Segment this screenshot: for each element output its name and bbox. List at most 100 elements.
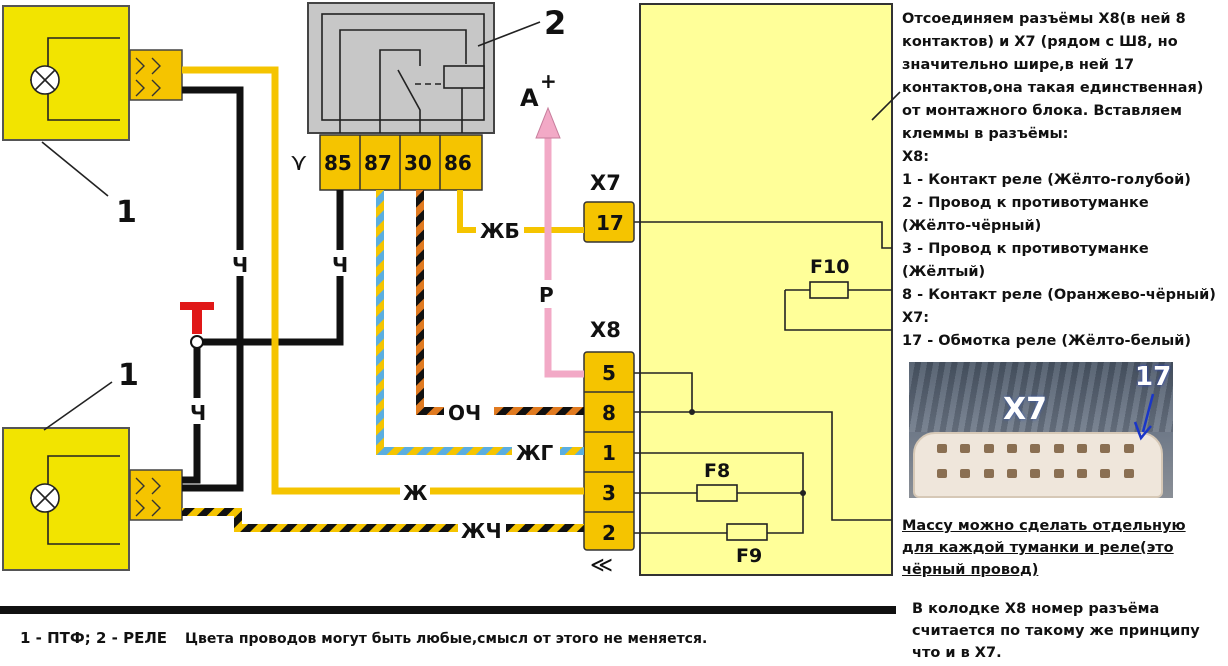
wire-orange-black-och bbox=[416, 190, 584, 415]
instructions-intro: Отсоединяем разъёмы Х8(в ней 8 контактов… bbox=[902, 11, 1204, 142]
x7-header: Х7: bbox=[902, 310, 930, 326]
x8-header: Х8: bbox=[902, 149, 930, 165]
lamp-bottom-callout-line bbox=[43, 381, 113, 431]
x8-item: 1 - Контакт реле (Жёлто-голубой) bbox=[902, 172, 1191, 188]
photo-pin bbox=[1123, 469, 1134, 478]
junction-dot bbox=[800, 490, 806, 496]
wire-label-zhb: ЖБ bbox=[480, 219, 520, 243]
relay bbox=[307, 2, 495, 191]
relay-pin-30: 30 bbox=[404, 151, 432, 175]
photo-pin bbox=[1100, 444, 1111, 453]
x8-item: 8 - Контакт реле (Оранжево-чёрный) bbox=[902, 287, 1216, 303]
label-bg bbox=[536, 280, 560, 308]
label-bg bbox=[512, 438, 560, 466]
x8-pin-5: 5 bbox=[602, 361, 616, 385]
fog-lamp-top bbox=[2, 5, 183, 141]
wire-black-ground bbox=[182, 86, 344, 492]
photo-pin bbox=[1053, 444, 1064, 453]
lamp-top-callout-line bbox=[41, 141, 109, 197]
photo-pin bbox=[1007, 469, 1017, 478]
photo-pin bbox=[1030, 469, 1041, 478]
label-bg bbox=[476, 216, 524, 244]
label-bg bbox=[444, 398, 494, 426]
legend-key: 1 - ПТФ; 2 - РЕЛЕ bbox=[20, 629, 168, 647]
ground-junction bbox=[190, 335, 204, 349]
x8-connector bbox=[583, 351, 635, 551]
x8-item: 2 - Провод к противотуманке (Жёлто-чёрны… bbox=[902, 195, 1149, 234]
photo-pin-number: 17 bbox=[1135, 362, 1172, 392]
photo-pin bbox=[1053, 469, 1064, 478]
connector-symbol: ≪ bbox=[590, 553, 613, 578]
photo-pin bbox=[1007, 444, 1017, 453]
relay-pin-86: 86 bbox=[444, 151, 472, 175]
label-bg bbox=[328, 250, 354, 276]
ground-note: Массу можно сделать отдельную для каждой… bbox=[902, 518, 1186, 578]
fuse-f8 bbox=[696, 484, 738, 502]
x8-pin-1: 1 bbox=[602, 441, 616, 465]
fuse-f9 bbox=[726, 523, 768, 541]
photo-pin-grid bbox=[937, 444, 1147, 484]
power-arrow bbox=[535, 106, 561, 139]
wire-yellow-white-zhb bbox=[457, 190, 584, 233]
photo-pin bbox=[983, 444, 994, 453]
x7-label: Х7 bbox=[590, 171, 621, 195]
wire-label-r: Р bbox=[539, 283, 554, 307]
photo-connector-label: Х7 bbox=[1003, 392, 1048, 427]
legend-text: Цвета проводов могут быть любые,смысл от… bbox=[185, 631, 708, 647]
photo-pin bbox=[960, 444, 971, 453]
photo-arrow-icon bbox=[1133, 393, 1155, 441]
relay-pin-85: 85 bbox=[324, 151, 352, 175]
wire-label-zhg: ЖГ bbox=[516, 441, 553, 465]
power-sign: + bbox=[540, 69, 557, 93]
x8-label: Х8 bbox=[590, 318, 621, 342]
connector-numbering-note: В колодке Х8 номер разъёма считается по … bbox=[912, 601, 1200, 661]
relay-mount-symbol: ⋎ bbox=[290, 148, 308, 176]
wire-pink-r bbox=[544, 138, 584, 378]
photo-wires bbox=[909, 362, 1173, 432]
x8-pin-8: 8 bbox=[602, 401, 616, 425]
fuse-f10-label: F10 bbox=[810, 256, 849, 278]
wire-label-och: ОЧ bbox=[448, 401, 481, 425]
lamp-bottom-callout-number: 1 bbox=[118, 358, 139, 393]
photo-pin bbox=[1077, 444, 1087, 453]
photo-pin bbox=[937, 469, 947, 478]
ground-symbol-stem bbox=[192, 302, 202, 334]
label-bg bbox=[228, 250, 254, 276]
x7-pin-17-label: 17 bbox=[596, 211, 624, 235]
x8-pin-2: 2 bbox=[602, 521, 616, 545]
instructions-panel: Отсоединяем разъёмы Х8(в ней 8 контактов… bbox=[902, 8, 1222, 353]
connector-photo: Х7 17 bbox=[909, 362, 1173, 498]
junction-dot bbox=[689, 409, 695, 415]
x7-pin-17 bbox=[583, 201, 635, 243]
photo-pin bbox=[983, 469, 994, 478]
relay-callout-number: 2 bbox=[544, 4, 566, 42]
photo-pin bbox=[937, 444, 947, 453]
x7-item: 17 - Обмотка реле (Жёлто-белый) bbox=[902, 333, 1192, 349]
fuse-f10 bbox=[809, 281, 849, 299]
wire-label-ch-lower: Ч bbox=[190, 401, 206, 425]
photo-pin bbox=[1030, 444, 1041, 453]
photo-connector-plug bbox=[913, 432, 1163, 498]
wire-label-zhch: ЖЧ bbox=[461, 519, 502, 543]
legend: 1 - ПТФ; 2 - РЕЛЕ Цвета проводов могут бы… bbox=[20, 629, 707, 647]
fuse-f8-label: F8 bbox=[704, 460, 730, 482]
photo-pin bbox=[1077, 469, 1087, 478]
fuse-f9-label: F9 bbox=[736, 545, 762, 567]
label-bg bbox=[458, 516, 506, 544]
wire-yellow-black-zhch bbox=[182, 508, 584, 532]
x8-pin-3: 3 bbox=[602, 481, 616, 505]
photo-pin bbox=[960, 469, 971, 478]
wire-label-ch-relay: Ч bbox=[332, 253, 348, 277]
label-bg bbox=[400, 478, 430, 506]
relay-callout-line bbox=[477, 21, 541, 47]
power-label: А bbox=[520, 84, 539, 112]
wire-label-ch-left: Ч bbox=[232, 253, 248, 277]
lamp-top-callout-number: 1 bbox=[116, 195, 137, 230]
wire-label-zh: Ж bbox=[403, 481, 428, 505]
fog-lamp-bottom bbox=[2, 427, 183, 571]
label-bg bbox=[186, 398, 212, 424]
x8-item: 3 - Провод к противотуманке (Жёлтый) bbox=[902, 241, 1149, 280]
bottom-rule bbox=[0, 606, 896, 614]
notes-callout-line bbox=[871, 91, 901, 121]
